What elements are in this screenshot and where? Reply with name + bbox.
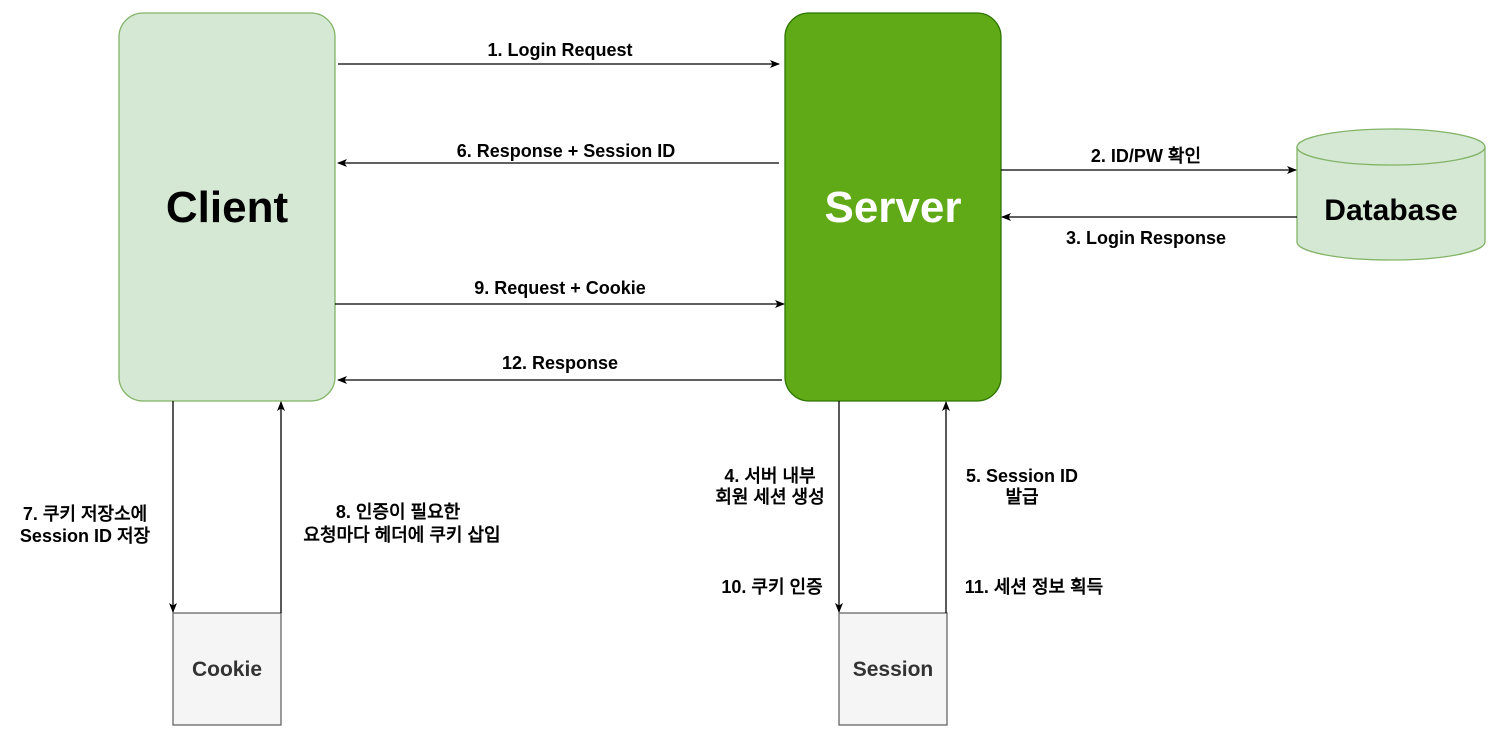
edge-response-session-id[interactable]: 6. Response + Session ID <box>337 141 779 167</box>
edge-issue-session-id-label-line2: 발급 <box>1005 487 1038 507</box>
edge-insert-cookie-label-line1: 8. 인증이 필요한 <box>336 502 461 522</box>
server-node[interactable]: Server <box>784 12 1002 402</box>
cookie-node[interactable]: Cookie <box>172 612 282 726</box>
edge-login-request-label: 1. Login Request <box>487 40 632 60</box>
edge-idpw-check[interactable]: 2. ID/PW 확인 <box>1001 146 1297 174</box>
client-box <box>118 12 336 402</box>
edge-login-response-label: 3. Login Response <box>1066 228 1226 248</box>
database-cylinder-top <box>1296 128 1486 166</box>
database-cylinder-body <box>1296 146 1486 261</box>
cookie-box <box>172 612 282 726</box>
session-box <box>838 612 948 726</box>
edge-idpw-check-label: 2. ID/PW 확인 <box>1091 146 1201 166</box>
edge-request-cookie[interactable]: 9. Request + Cookie <box>335 278 785 308</box>
edge-response-label: 12. Response <box>502 353 618 373</box>
edge-create-session-label-line1: 4. 서버 내부 <box>724 466 815 486</box>
client-node[interactable]: Client <box>118 12 336 402</box>
server-box <box>784 12 1002 402</box>
client-label: Client <box>166 183 289 232</box>
edge-request-cookie-label: 9. Request + Cookie <box>474 278 646 298</box>
edge-insert-cookie[interactable]: 8. 인증이 필요한 요청마다 헤더에 쿠키 삽입 <box>277 401 501 613</box>
edge-session-info-label: 11. 세션 정보 획득 <box>965 577 1103 597</box>
edge-response-session-id-label: 6. Response + Session ID <box>457 141 676 161</box>
edge-store-cookie-label-line2: Session ID 저장 <box>20 526 151 546</box>
edge-login-request[interactable]: 1. Login Request <box>338 40 780 68</box>
edge-issue-session-id-label-line1: 5. Session ID <box>966 466 1078 486</box>
edge-issue-session-id[interactable]: 5. Session ID 발급 11. 세션 정보 획득 <box>942 401 1103 613</box>
edge-store-cookie[interactable]: 7. 쿠키 저장소에 Session ID 저장 <box>20 401 177 613</box>
cookie-label: Cookie <box>192 658 262 681</box>
database-label: Database <box>1324 194 1457 227</box>
database-node[interactable]: Database <box>1296 128 1486 261</box>
edge-create-session-label-line2: 회원 세션 생성 <box>715 487 824 507</box>
edge-cookie-auth-label: 10. 쿠키 인증 <box>721 577 822 597</box>
edge-store-cookie-label-line1: 7. 쿠키 저장소에 <box>23 504 147 524</box>
edge-create-session[interactable]: 4. 서버 내부 회원 세션 생성 10. 쿠키 인증 <box>715 401 843 613</box>
edge-login-response[interactable]: 3. Login Response <box>1001 213 1297 248</box>
session-label: Session <box>853 658 934 681</box>
session-node[interactable]: Session <box>838 612 948 726</box>
edge-response[interactable]: 12. Response <box>337 353 782 384</box>
edge-insert-cookie-label-line2: 요청마다 헤더에 쿠키 삽입 <box>303 524 500 545</box>
server-label: Server <box>824 183 961 232</box>
